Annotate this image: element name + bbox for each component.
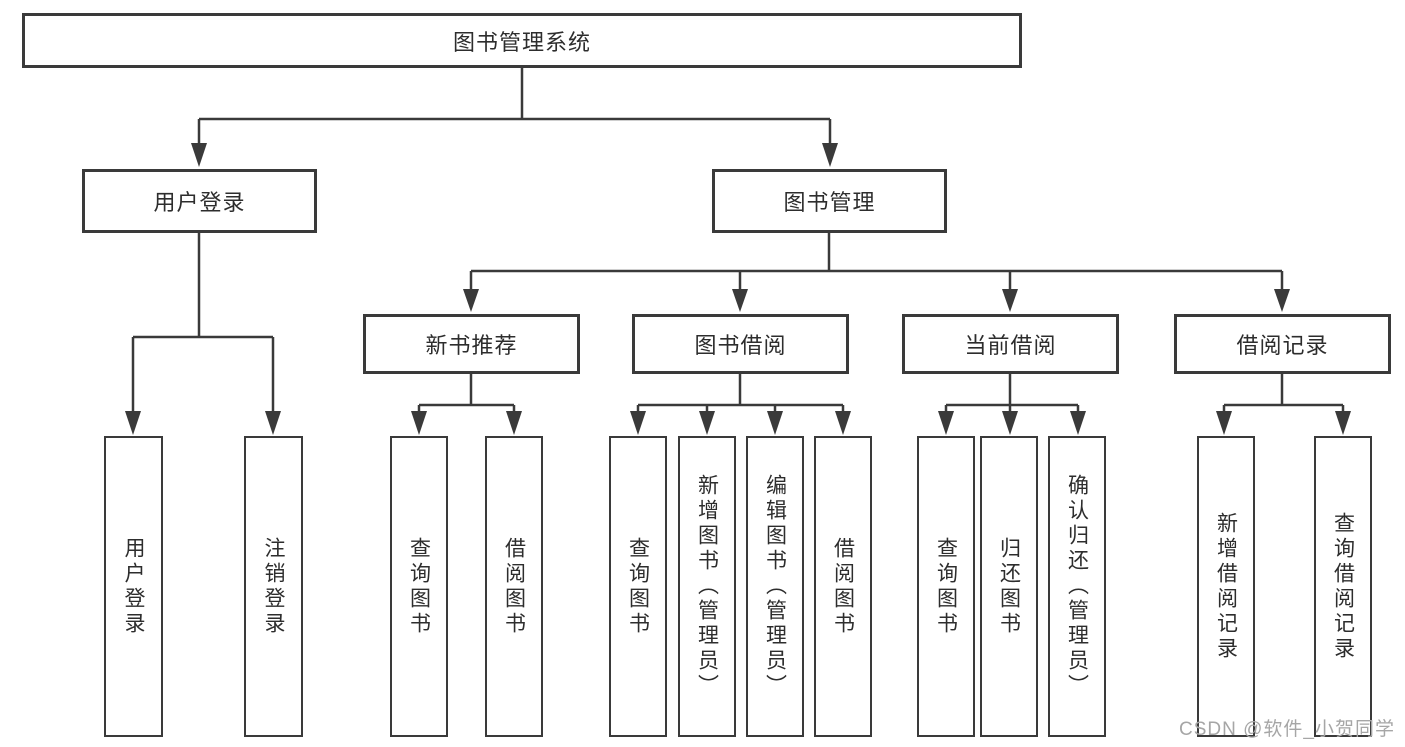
leaf-label: 编辑图书（管理员） xyxy=(763,474,787,699)
leaf-label: 注销登录 xyxy=(262,536,286,637)
node-current-borrow: 当前借阅 xyxy=(902,314,1119,374)
node-label: 借阅记录 xyxy=(1236,333,1329,358)
leaf-label: 新增图书（管理员） xyxy=(695,474,719,699)
node-new-book-recommend: 新书推荐 xyxy=(363,314,580,374)
leaf-query-books-2: 查询图书 xyxy=(609,436,667,737)
leaf-query-books-3: 查询图书 xyxy=(917,436,975,737)
leaf-query-books-1: 查询图书 xyxy=(390,436,448,737)
leaf-logout: 注销登录 xyxy=(244,436,303,737)
leaf-label: 用户登录 xyxy=(122,536,146,637)
leaf-return-books: 归还图书 xyxy=(980,436,1038,737)
leaf-label: 借阅图书 xyxy=(502,536,526,637)
leaf-edit-books-admin: 编辑图书（管理员） xyxy=(746,436,804,737)
leaf-user-login: 用户登录 xyxy=(104,436,163,737)
leaf-add-books-admin: 新增图书（管理员） xyxy=(678,436,736,737)
node-label: 图书管理 xyxy=(783,190,876,215)
node-root-label: 图书管理系统 xyxy=(452,29,591,55)
node-label: 用户登录 xyxy=(153,190,246,215)
node-label: 当前借阅 xyxy=(964,333,1057,358)
leaf-label: 查询借阅记录 xyxy=(1331,511,1355,662)
leaf-label: 新增借阅记录 xyxy=(1214,511,1238,662)
node-label: 图书借阅 xyxy=(694,333,787,358)
leaf-label: 查询图书 xyxy=(407,536,431,637)
node-root: 图书管理系统 xyxy=(22,13,1022,68)
leaf-label: 借阅图书 xyxy=(831,536,855,637)
csdn-watermark: CSDN @软件_小贺同学 xyxy=(1179,719,1395,740)
node-borrow-records: 借阅记录 xyxy=(1174,314,1391,374)
leaf-borrow-books-2: 借阅图书 xyxy=(814,436,872,737)
node-user-login-branch: 用户登录 xyxy=(82,169,317,233)
leaf-label: 归还图书 xyxy=(997,536,1021,637)
leaf-add-borrow-record: 新增借阅记录 xyxy=(1197,436,1255,737)
node-book-management-branch: 图书管理 xyxy=(712,169,947,233)
leaf-query-borrow-record: 查询借阅记录 xyxy=(1314,436,1372,737)
node-book-borrow: 图书借阅 xyxy=(632,314,849,374)
leaf-label: 查询图书 xyxy=(934,536,958,637)
leaf-confirm-return-admin: 确认归还（管理员） xyxy=(1048,436,1106,737)
leaf-borrow-books-1: 借阅图书 xyxy=(485,436,543,737)
node-label: 新书推荐 xyxy=(425,333,518,358)
leaf-label: 确认归还（管理员） xyxy=(1065,474,1089,699)
leaf-label: 查询图书 xyxy=(626,536,650,637)
